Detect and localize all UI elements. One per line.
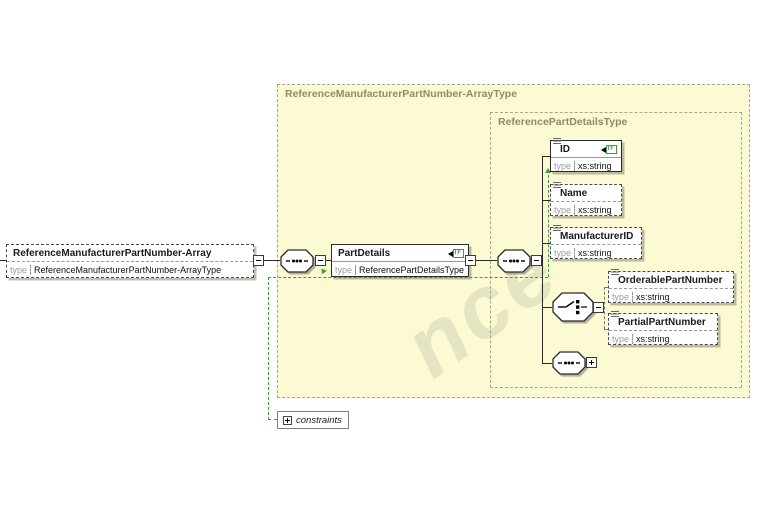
choice-connector-line	[604, 287, 608, 288]
connector-line	[542, 363, 552, 364]
type-value: ReferenceManufacturerPartNumber-ArrayTyp…	[30, 264, 224, 275]
element-name: PartDetails	[338, 248, 391, 259]
constraints-label: constraints	[296, 414, 342, 426]
annotation-icon	[611, 269, 619, 276]
type-label: type	[335, 264, 353, 275]
type-value: xs:string	[574, 204, 615, 215]
choice-connector-line	[604, 287, 605, 329]
element-orderable-part-number[interactable]: OrderablePartNumber type xs:string	[608, 269, 734, 303]
outer-type-group-label: ReferenceManufacturerPartNumber-ArrayTyp…	[285, 88, 518, 100]
element-manufacturer-id[interactable]: ManufacturerID type xs:string	[550, 225, 642, 259]
identity-constraint-badge-icon: IF	[597, 145, 617, 154]
annotation-icon	[553, 225, 561, 232]
connector-line	[542, 307, 552, 308]
constraint-link-line	[268, 419, 277, 420]
inner-type-group-label: ReferencePartDetailsType	[498, 116, 628, 128]
type-label: type	[554, 160, 572, 171]
collapse-toggle-icon[interactable]	[593, 302, 604, 313]
sequence-compositor-icon[interactable]	[497, 249, 531, 273]
type-value: xs:string	[574, 247, 615, 258]
identity-constraint-badge-icon: IF	[444, 249, 464, 258]
type-label: type	[554, 247, 572, 258]
expand-toggle-icon[interactable]	[586, 357, 597, 368]
type-label: type	[612, 291, 630, 302]
type-label: type	[10, 264, 28, 275]
element-name: ReferenceManufacturerPartNumber-Array	[13, 248, 212, 259]
choice-connector-line	[604, 329, 608, 330]
annotation-icon	[553, 138, 561, 145]
element-part-details[interactable]: PartDetails IF type ReferencePartDetails…	[331, 244, 469, 277]
connector-line	[542, 243, 550, 244]
connector-line	[542, 156, 550, 157]
type-value: xs:string	[632, 291, 673, 302]
constraint-link-line	[548, 175, 549, 277]
element-name: PartialPartNumber	[618, 317, 706, 328]
choice-compositor-icon[interactable]	[552, 292, 594, 322]
outer-type-group: ReferenceManufacturerPartNumber-ArrayTyp…	[277, 84, 750, 398]
element-name-field[interactable]: Name type xs:string	[550, 182, 622, 216]
element-id[interactable]: ID IF type xs:string	[550, 138, 622, 172]
element-partial-part-number[interactable]: PartialPartNumber type xs:string	[608, 311, 718, 345]
connector-line	[326, 260, 331, 261]
connector-line	[476, 260, 497, 261]
sequence-compositor-icon[interactable]	[280, 249, 314, 273]
collapse-toggle-icon[interactable]	[315, 255, 326, 266]
connector-line	[542, 200, 550, 201]
element-name: OrderablePartNumber	[618, 275, 723, 286]
inner-type-group: ReferencePartDetailsType	[490, 112, 742, 388]
type-value: xs:string	[632, 333, 673, 344]
type-value: xs:string	[574, 160, 615, 171]
constraint-link-line	[268, 277, 269, 420]
expand-constraints-icon[interactable]	[283, 415, 292, 425]
element-name: ManufacturerID	[560, 231, 634, 242]
collapsed-sequence-compositor-icon[interactable]	[552, 351, 586, 375]
constraint-link-line	[268, 277, 548, 278]
constraints-box[interactable]: constraints	[277, 411, 349, 429]
connector-line	[264, 260, 280, 261]
annotation-icon	[611, 311, 619, 318]
element-name: ID	[560, 144, 570, 155]
constraint-arrow-icon	[545, 168, 551, 173]
annotation-icon	[553, 182, 561, 189]
collapse-toggle-icon[interactable]	[253, 255, 264, 266]
type-label: type	[554, 204, 572, 215]
collapse-toggle-icon[interactable]	[531, 255, 542, 266]
type-label: type	[612, 333, 630, 344]
type-value: ReferencePartDetailsType	[355, 264, 467, 275]
connector-line	[542, 156, 543, 364]
connector-line	[0, 260, 6, 261]
element-name: Name	[560, 188, 588, 199]
element-root-array[interactable]: ReferenceManufacturerPartNumber-Array ty…	[6, 244, 254, 278]
collapse-toggle-icon[interactable]	[465, 255, 476, 266]
